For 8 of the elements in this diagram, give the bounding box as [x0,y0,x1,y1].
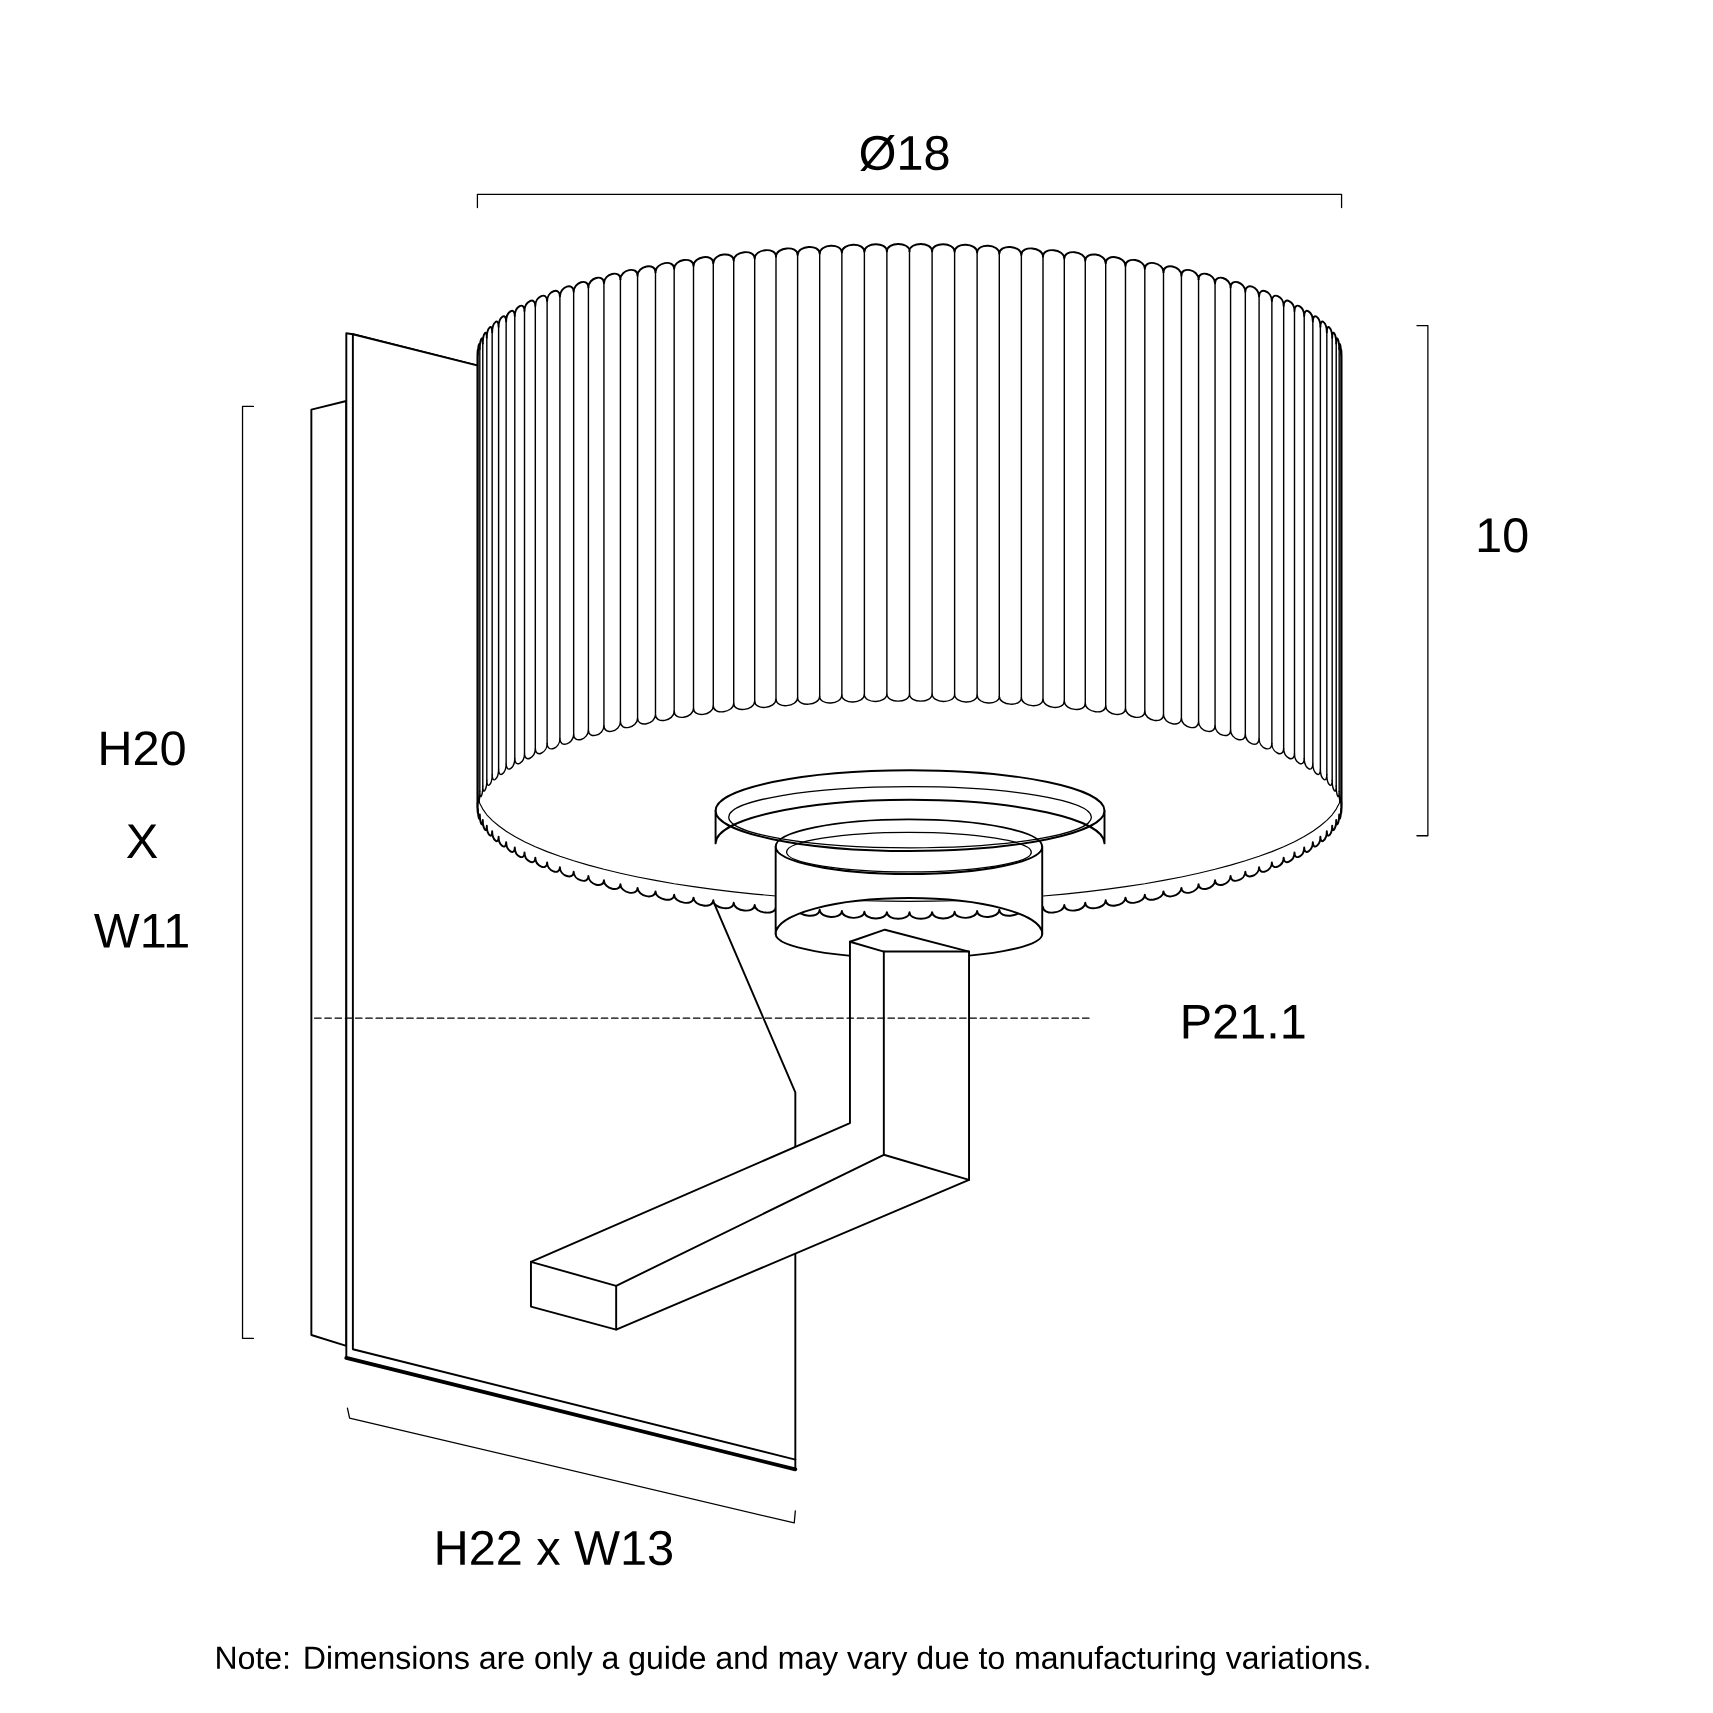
dimension-label: H20 [101,731,185,766]
dimension-label: Ø18 [860,134,949,171]
note-text: Note: Dimensions are only a guide and may vary due to manufacturing variations. [217,1645,1369,1676]
dimension-label: X [126,824,158,858]
dimension-label: W11 [94,914,188,948]
dimension-label: 10 [1478,518,1528,553]
dimension-label: H22 x W13 [437,1530,672,1566]
dimension-label: P21.1 [1183,1004,1305,1039]
